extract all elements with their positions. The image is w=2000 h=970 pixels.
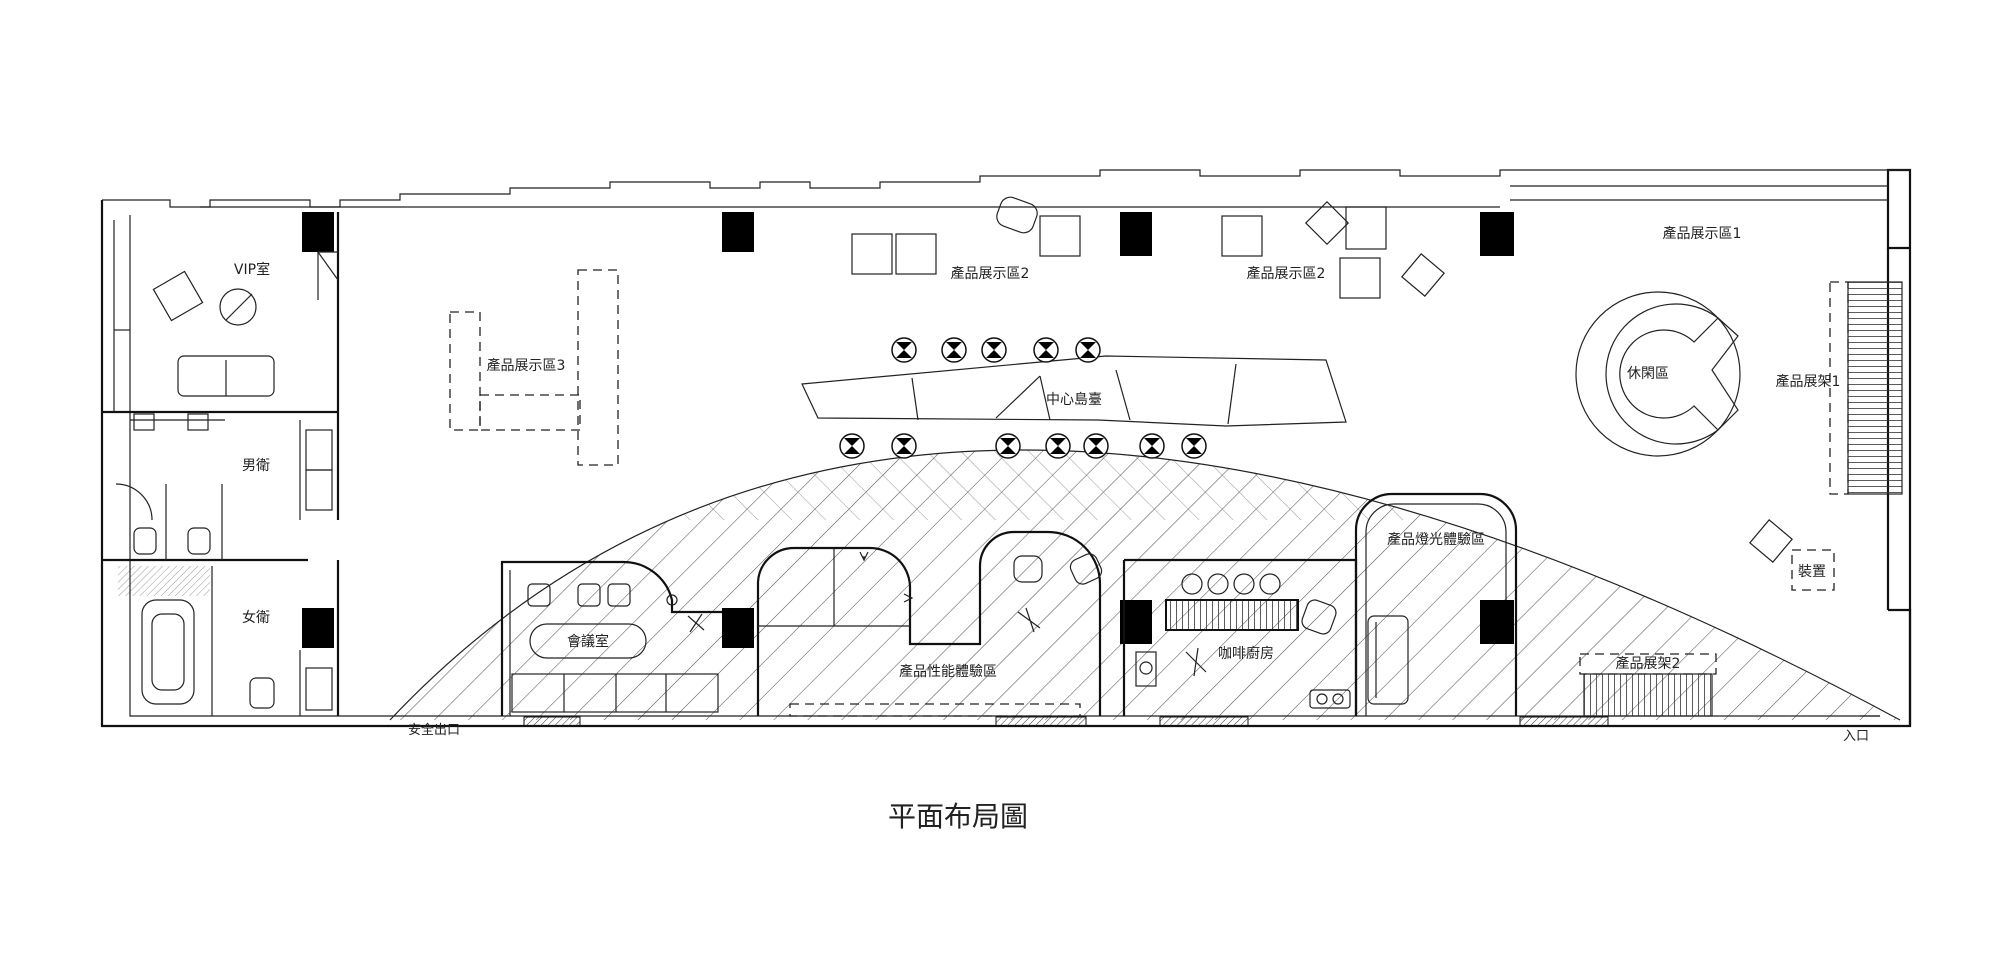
stool-icon: [1075, 337, 1101, 363]
stool-icon: [891, 337, 917, 363]
stool-icon: [981, 337, 1007, 363]
label-lighting: 產品燈光體驗區: [1387, 531, 1485, 548]
label-mens-wc: 男衛: [242, 458, 270, 474]
lounge-seating: [1575, 291, 1741, 457]
stool-icon: [941, 337, 967, 363]
label-meeting-table: 會議室: [567, 633, 609, 650]
stool-icon: [1083, 433, 1109, 459]
plan-title: 平面布局圖: [888, 800, 1028, 833]
outer-walls: [100, 168, 1912, 728]
center-island: [801, 355, 1347, 427]
label-rack-1: 產品展架1: [1776, 373, 1841, 390]
label-installation: 裝置: [1798, 564, 1826, 580]
herringbone-floor: [390, 450, 1900, 720]
room-labels: VIP室 男衛 女衛 產品展示區3 產品展示區2 產品展示區2 產品展示區1 中…: [234, 225, 1869, 744]
label-rack-2: 產品展架2: [1616, 655, 1681, 672]
lighting-area: [1354, 492, 1518, 716]
stool-icon: [891, 433, 917, 459]
label-emergency-exit: 安全出口: [408, 722, 460, 738]
meeting-room: [500, 560, 722, 716]
label-display-2b: 產品展示區2: [1247, 265, 1326, 282]
display-area-2-furniture: [851, 196, 1445, 299]
display-area-3: [449, 269, 619, 466]
product-rack-2: [1579, 653, 1717, 717]
stool-icon: [1045, 433, 1071, 459]
installation: [1749, 519, 1835, 591]
label-performance: 產品性能體驗區: [899, 663, 997, 680]
vip-wc-walls: [102, 212, 340, 716]
label-coffee: 咖啡廚房: [1218, 645, 1274, 662]
label-womens-wc: 女衛: [242, 609, 270, 626]
label-entrance: 入口: [1843, 729, 1869, 744]
stool-icon: [839, 433, 865, 459]
island-stools: [839, 337, 1207, 459]
stool-icon: [1139, 433, 1165, 459]
south-openings: [523, 716, 1609, 727]
label-lounge: 休閑區: [1627, 366, 1669, 382]
stool-icon: [995, 433, 1021, 459]
floor-arc-outline: [389, 449, 1901, 721]
label-island: 中心島臺: [1046, 392, 1102, 408]
stool-icon: [1033, 337, 1059, 363]
structural-columns: [302, 212, 1514, 648]
label-display-3: 產品展示區3: [487, 357, 566, 374]
performance-area: [756, 530, 1103, 717]
label-vip: VIP室: [234, 261, 270, 278]
stool-icon: [1181, 433, 1207, 459]
label-display-1: 產品展示區1: [1663, 225, 1742, 242]
label-display-2a: 產品展示區2: [951, 265, 1030, 282]
product-rack-1: [1829, 281, 1903, 495]
